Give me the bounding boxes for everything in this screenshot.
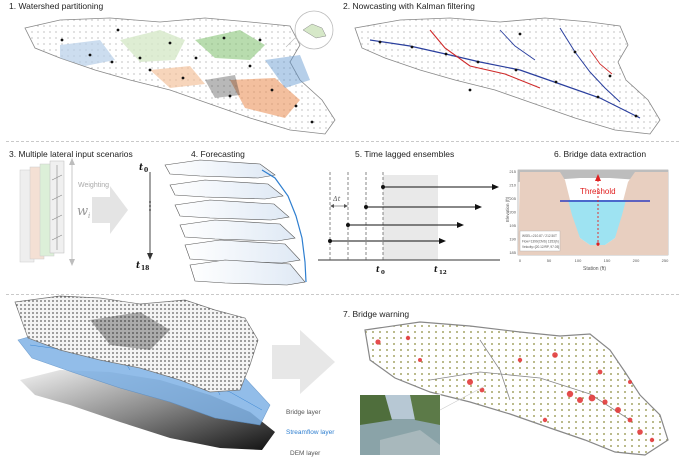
lateral-input-scenarios bbox=[19, 158, 128, 266]
bridge-y-tick: 185 bbox=[509, 250, 516, 255]
bridge-x-tick: 200 bbox=[633, 258, 640, 263]
delta-t-label: Δt bbox=[332, 195, 341, 203]
time-lagged-diagram bbox=[318, 172, 500, 262]
weight-symbol: w bbox=[77, 204, 88, 219]
layer-stack bbox=[14, 295, 335, 450]
weight-subscript: i bbox=[88, 212, 90, 220]
bridge-x-tick: 250 bbox=[662, 258, 669, 263]
panel-title-bridge-warning: 7. Bridge warning bbox=[343, 309, 410, 319]
lag-t12-label: t bbox=[434, 264, 438, 274]
bridge-x-ticks: 0 50 100 150 200 250 bbox=[519, 258, 669, 263]
bridge-info-line: Flow=1390(CMS) 1353(h) bbox=[522, 240, 559, 244]
bridge-y-tick: 210 bbox=[509, 183, 516, 188]
bridge-layer-label: Bridge layer bbox=[286, 409, 322, 416]
forecast-start-label: t bbox=[139, 163, 144, 173]
bridge-x-tick: 150 bbox=[604, 258, 611, 263]
forecast-start-sub: 0 bbox=[144, 167, 148, 174]
bridge-info-line: WSEL=210.87 / 212.50T bbox=[522, 234, 557, 238]
panel-title-forecasting: 4. Forecasting bbox=[191, 149, 245, 159]
lag-t0-sub: 0 bbox=[381, 270, 385, 276]
bridge-y-tick: 190 bbox=[509, 237, 516, 242]
bridge-cross-section bbox=[517, 169, 669, 256]
section-divider-2 bbox=[6, 294, 679, 295]
lag-t12-sub: 12 bbox=[439, 270, 447, 276]
bridge-info-box: WSEL=210.87 / 212.50T Flow=1390(CMS) 1353… bbox=[522, 234, 559, 249]
bridge-y-axis-label: Elevation (ft) bbox=[505, 196, 510, 222]
dem-layer-label: DEM layer bbox=[290, 450, 321, 457]
panel-title-time-lagged: 5. Time lagged ensembles bbox=[355, 149, 455, 159]
threshold-label: Threshold bbox=[580, 187, 616, 196]
lag-t0-label: t bbox=[376, 264, 380, 274]
bridge-x-tick: 50 bbox=[547, 258, 552, 263]
bridge-y-tick: 195 bbox=[509, 223, 516, 228]
bridge-x-tick: 100 bbox=[575, 258, 582, 263]
panel-title-lateral-input: 3. Multiple lateral input scenarios bbox=[9, 149, 133, 159]
bridge-y-tick: 215 bbox=[509, 169, 516, 174]
panel-title-watershed-partitioning: 1. Watershed partitioning bbox=[9, 1, 104, 11]
bridge-y-tick: 200 bbox=[509, 210, 516, 215]
panel-title-bridge-data: 6. Bridge data extraction bbox=[554, 149, 647, 159]
forecast-end-label: t bbox=[136, 261, 141, 271]
bridge-info-line: Velocity=[20.12/RP, 97.05] bbox=[522, 245, 559, 249]
bridge-y-tick: 205 bbox=[509, 196, 516, 201]
bridge-x-axis-label: Station (ft) bbox=[583, 266, 606, 272]
panel-title-nowcasting: 2. Nowcasting with Kalman filtering bbox=[343, 1, 475, 11]
nowcasting-map bbox=[354, 17, 661, 135]
bridge-warning-map bbox=[359, 321, 669, 456]
forecasting-stack bbox=[147, 159, 307, 286]
section-divider-1 bbox=[6, 141, 679, 142]
bridge-x-tick: 0 bbox=[519, 258, 522, 263]
weighting-label: Weighting bbox=[78, 182, 109, 189]
watershed-partition-map bbox=[24, 10, 336, 135]
forecast-end-sub: 18 bbox=[141, 265, 149, 272]
bridge-y-ticks: 215 210 205 200 195 190 185 bbox=[509, 169, 516, 255]
streamflow-layer-label: Streamflow layer bbox=[286, 429, 335, 436]
